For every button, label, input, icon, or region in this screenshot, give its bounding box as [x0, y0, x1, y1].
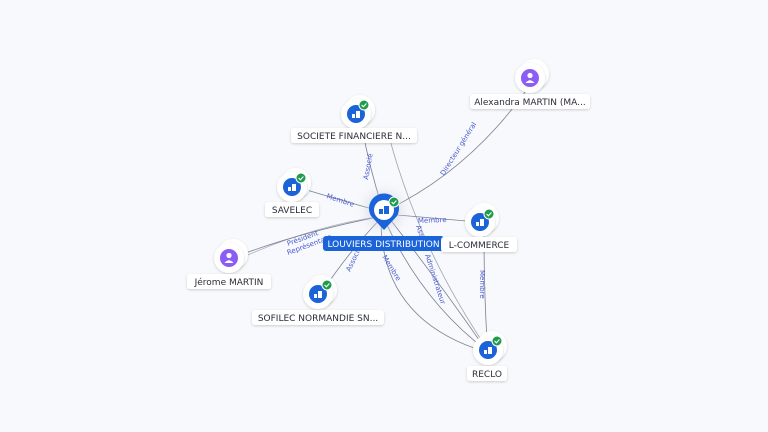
center-node[interactable]: LOUVIERS DISTRIBUTION	[323, 192, 444, 251]
verified-badge-icon	[483, 208, 495, 220]
building-icon	[314, 291, 322, 298]
node-jerome-martin[interactable]: Jérome MARTIN	[187, 239, 271, 289]
edge-jerome-martin-2	[231, 215, 384, 263]
building-icon	[352, 111, 360, 118]
person-icon	[525, 72, 535, 83]
edge-label: Membre	[478, 270, 486, 299]
node-label: Jérome MARTIN	[194, 277, 264, 288]
building-icon	[476, 219, 484, 226]
edge-reclo-2	[385, 213, 487, 351]
node-alexandra-martin[interactable]: Alexandra MARTIN (MA...	[470, 59, 590, 109]
verified-badge-icon	[388, 196, 400, 208]
person-icon	[224, 252, 234, 263]
node-label: SAVELEC	[272, 206, 312, 216]
node-societe-financiere[interactable]: SOCIETE FINANCIERE N...	[291, 95, 417, 143]
edge-jerome-martin-1	[231, 215, 384, 259]
node-label: Alexandra MARTIN (MA...	[474, 98, 586, 108]
edge-label: Membre	[418, 216, 447, 225]
verified-badge-icon	[491, 335, 503, 347]
node-label: RECLO	[472, 370, 502, 380]
edge-label: Membre	[380, 254, 402, 283]
verified-badge-icon	[321, 279, 333, 291]
building-icon	[288, 184, 296, 191]
node-label: L-COMMERCE	[449, 241, 510, 251]
center-node-label: LOUVIERS DISTRIBUTION	[327, 240, 439, 250]
node-l-commerce[interactable]: L-COMMERCE	[441, 203, 517, 252]
edges	[231, 87, 529, 353]
node-label: SOFILEC NORMANDIE SN...	[258, 314, 378, 324]
edge-label: Directeur général	[439, 121, 478, 177]
edge-reclo-1	[382, 215, 487, 351]
building-icon	[484, 347, 492, 354]
building-icon	[379, 206, 389, 214]
node-sofilec[interactable]: SOFILEC NORMANDIE SN...	[252, 275, 384, 325]
node-savelec[interactable]: SAVELEC	[265, 168, 319, 217]
verified-badge-icon	[358, 99, 370, 111]
edge-label: Administrateur	[423, 253, 447, 305]
node-reclo[interactable]: RECLO	[467, 331, 507, 381]
verified-badge-icon	[295, 172, 307, 184]
edge-label: Membre	[325, 192, 355, 208]
node-label: SOCIETE FINANCIERE N...	[297, 132, 411, 142]
